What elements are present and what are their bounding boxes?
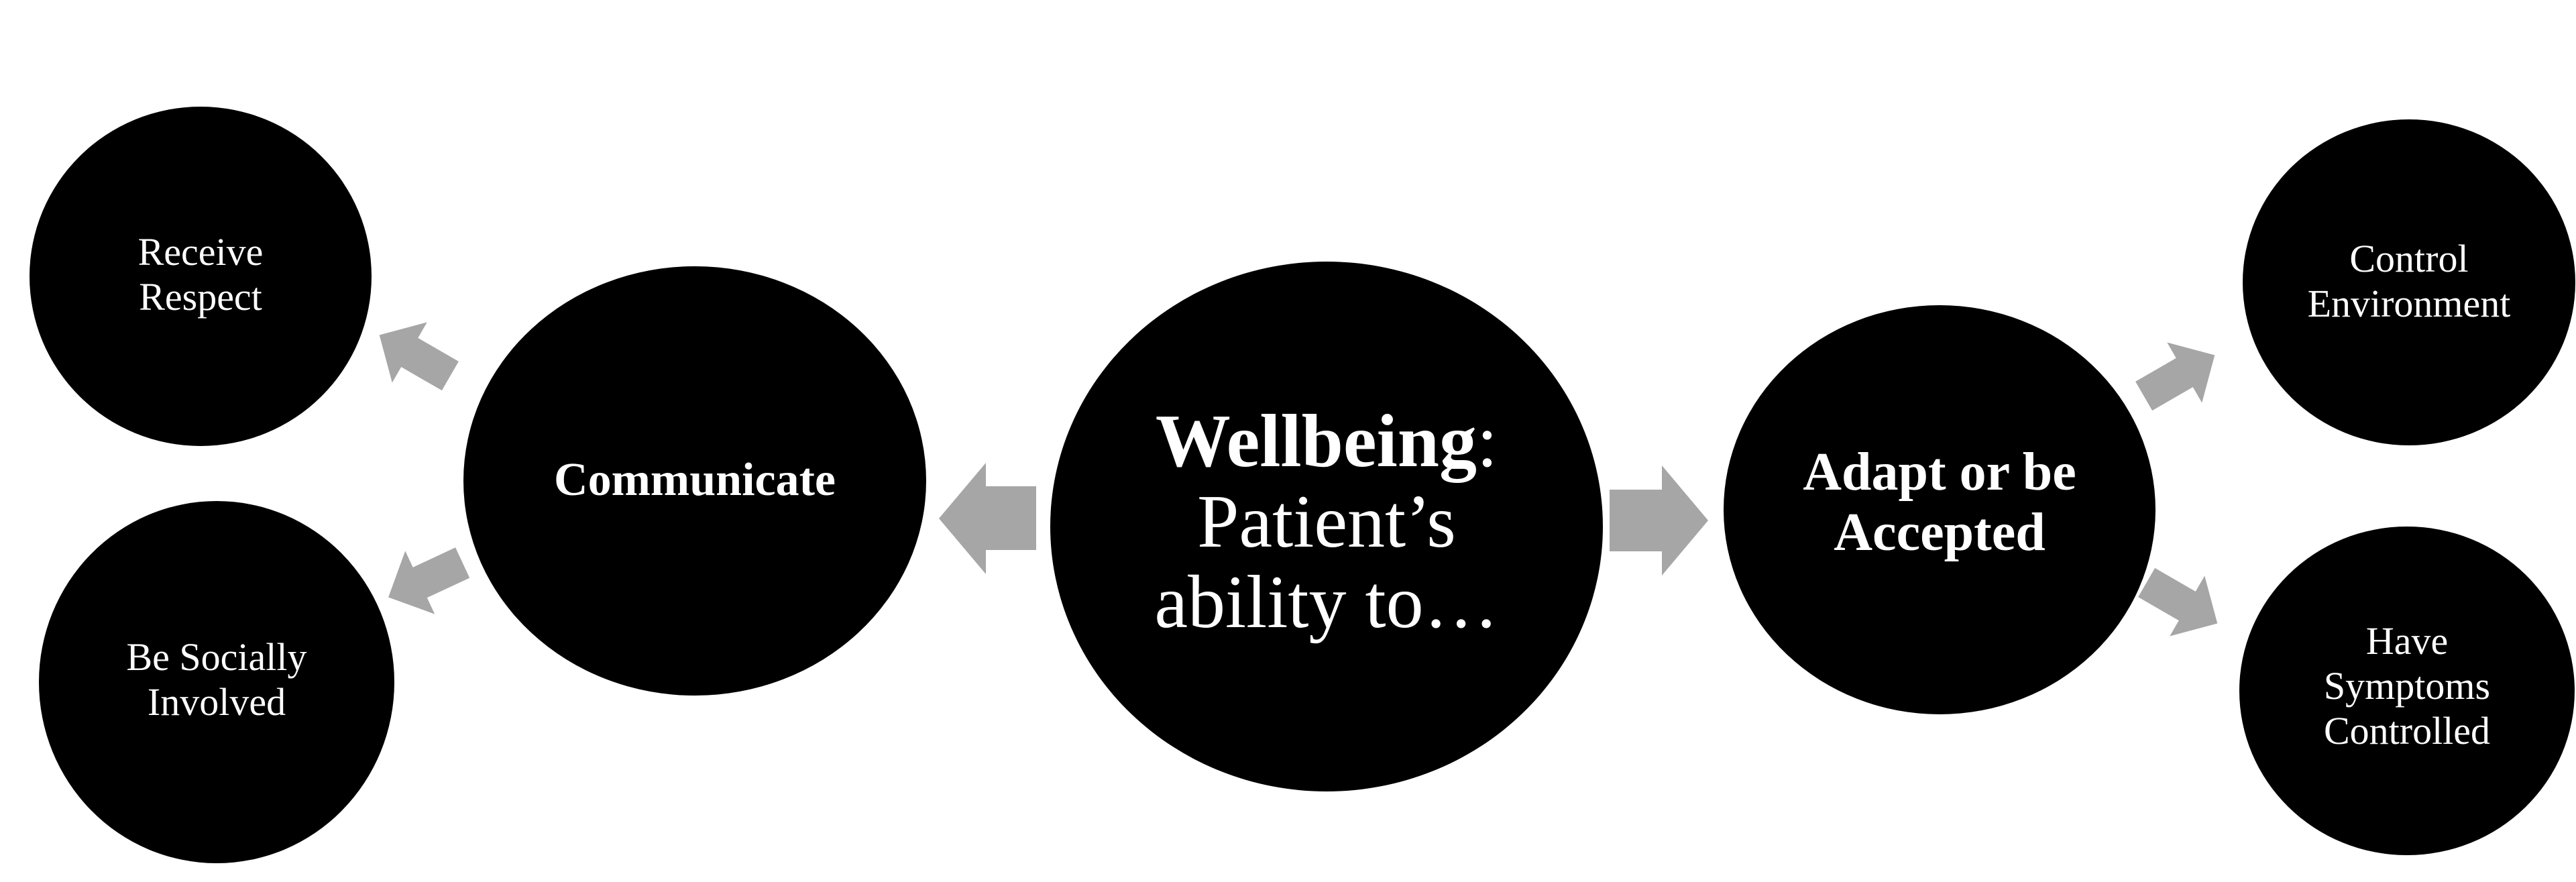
socially-involved-line1: Be Socially	[126, 635, 306, 679]
arrow-communicate-to-socially-involved	[388, 547, 470, 614]
wellbeing-title-colon: :	[1477, 400, 1498, 483]
wellbeing-line3: ability to…	[1154, 561, 1498, 644]
node-adapt-or-be-accepted	[1724, 305, 2155, 714]
node-communicate	[463, 266, 926, 696]
arrow-adapt-to-control-environment	[2135, 342, 2215, 411]
symptoms-controlled-line2: Symptoms	[2324, 664, 2490, 708]
receive-respect-line1: Receive	[138, 230, 264, 274]
node-wellbeing	[1050, 262, 1603, 791]
arrow-communicate-to-receive-respect	[379, 322, 459, 391]
node-be-socially-involved	[39, 501, 394, 863]
wellbeing-line2: Patient’s	[1197, 480, 1456, 563]
communicate-label: Communicate	[554, 454, 836, 506]
arrow-wellbeing-to-adapt	[1610, 465, 1708, 575]
symptoms-controlled-line1: Have	[2366, 619, 2448, 663]
node-control-environment	[2243, 119, 2575, 445]
wellbeing-title: Wellbeing:	[1156, 400, 1498, 483]
arrow-adapt-to-symptoms-controlled	[2138, 567, 2218, 637]
socially-involved-line2: Involved	[148, 680, 286, 724]
symptoms-controlled-line3: Controlled	[2324, 709, 2490, 753]
arrow-wellbeing-to-communicate	[939, 463, 1036, 574]
adapt-label-line1: Adapt or be	[1803, 443, 2076, 502]
receive-respect-line2: Respect	[139, 275, 262, 319]
node-receive-respect	[30, 107, 372, 446]
control-environment-line1: Control	[2349, 237, 2468, 280]
adapt-label-line2: Accepted	[1834, 503, 2045, 562]
node-have-symptoms-controlled	[2239, 527, 2575, 855]
control-environment-line2: Environment	[2308, 282, 2511, 325]
wellbeing-title-bold: Wellbeing	[1156, 400, 1477, 483]
